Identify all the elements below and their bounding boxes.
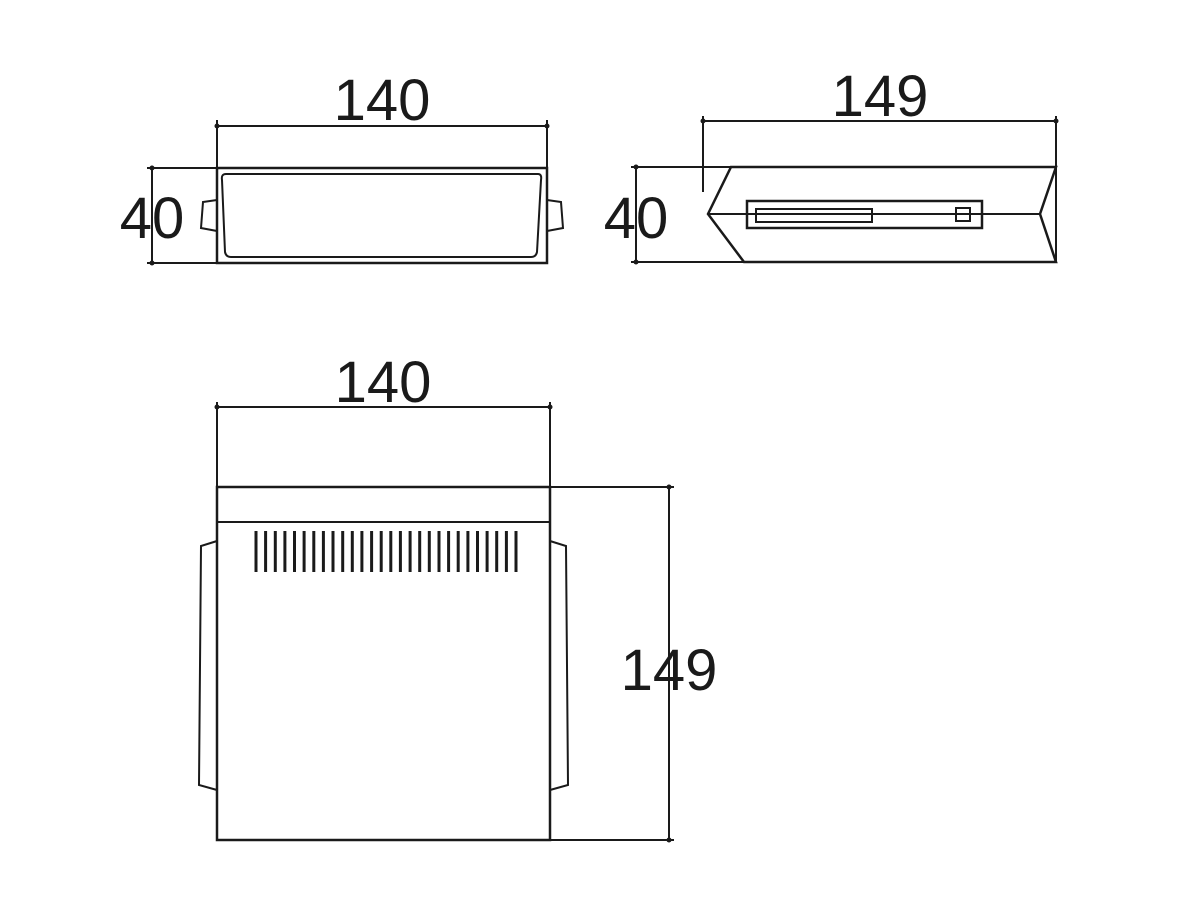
card-slot-panel xyxy=(745,199,984,230)
card-slot xyxy=(755,208,873,223)
front-height-label: 40 xyxy=(120,186,185,251)
front-body-inner xyxy=(220,173,543,258)
top-right-ear xyxy=(549,540,570,791)
ventilation-slots xyxy=(254,531,518,572)
front-view: 140 40 xyxy=(120,68,565,266)
front-width-label: 140 xyxy=(334,68,431,133)
side-length-label: 149 xyxy=(832,64,929,129)
front-right-ear xyxy=(546,199,565,232)
top-left-ear xyxy=(197,540,218,791)
top-body-outline xyxy=(215,485,552,842)
top-width-label: 140 xyxy=(335,350,432,415)
side-view: 149 40 xyxy=(604,64,1059,265)
top-view: 140 149 xyxy=(197,350,718,843)
top-length-label: 149 xyxy=(621,638,718,703)
front-body-outer xyxy=(215,166,549,265)
front-left-ear xyxy=(199,199,218,232)
side-height-label: 40 xyxy=(604,186,669,251)
side-button xyxy=(955,207,971,222)
